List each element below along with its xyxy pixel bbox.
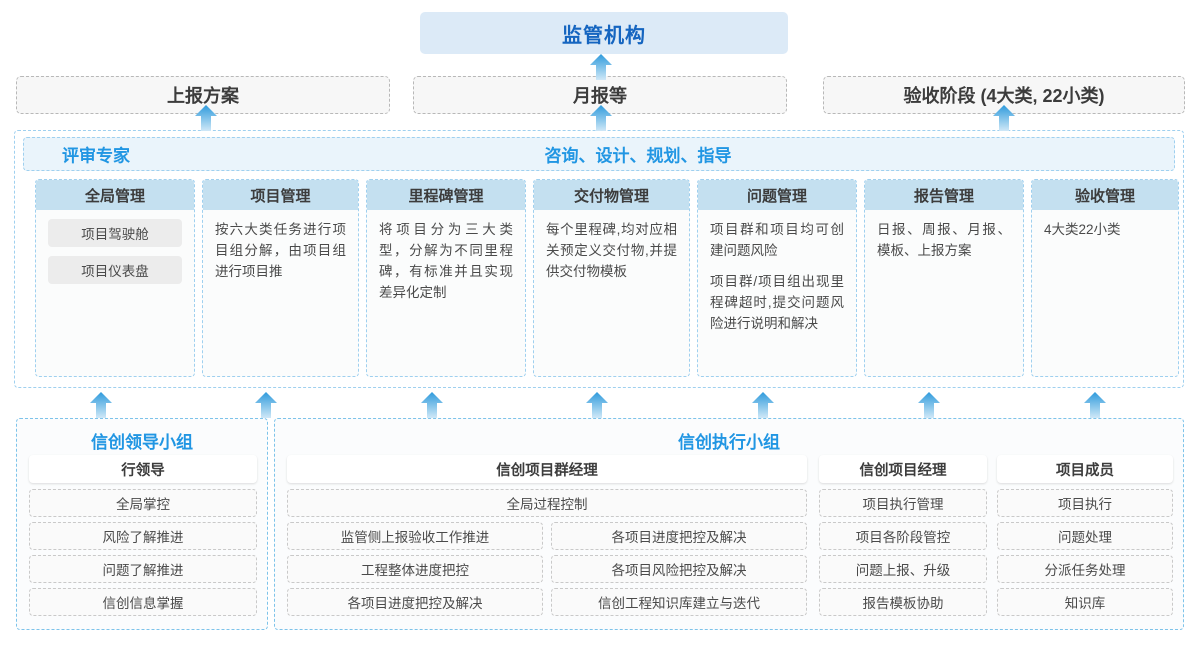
platform-header: 评审专家 咨询、设计、规划、指导 xyxy=(23,137,1175,171)
org-panel-leader-group: 信创领导小组 行领导 全局掌控 风险了解推进 问题了解推进 信创信息掌握 xyxy=(16,418,268,630)
module-body: 按六大类任务进行项目组分解，由项目组进行项目推 xyxy=(203,210,358,282)
role-responsibility-item[interactable]: 报告模板协助 xyxy=(819,588,987,616)
platform-header-left-label: 评审专家 xyxy=(62,146,130,166)
arrow-up-to-module-7 xyxy=(1084,392,1106,418)
arrow-up-to-acceptance xyxy=(993,105,1015,131)
arrow-up-to-module-4 xyxy=(586,392,608,418)
module-card-project-management[interactable]: 项目管理 按六大类任务进行项目组分解，由项目组进行项目推 xyxy=(202,179,359,377)
platform-panel: 评审专家 咨询、设计、规划、指导 全局管理 项目驾驶舱 项目仪表盘 项目管理 按… xyxy=(14,130,1184,388)
arrow-up-to-module-1 xyxy=(90,392,112,418)
module-pill[interactable]: 项目驾驶舱 xyxy=(48,219,182,247)
role-responsibility-item[interactable]: 各项目进度把控及解决 xyxy=(551,522,807,550)
regulator-banner: 监管机构 xyxy=(420,12,788,54)
module-card-acceptance-management[interactable]: 验收管理 4大类22小类 xyxy=(1031,179,1179,377)
module-title: 报告管理 xyxy=(865,180,1023,210)
module-body: 项目驾驶舱 项目仪表盘 xyxy=(36,210,194,284)
arrow-up-to-regulator-1 xyxy=(195,105,217,131)
role-column-project-member: 项目成员 项目执行 问题处理 分派任务处理 知识库 xyxy=(997,455,1173,621)
role-responsibility-item[interactable]: 信创工程知识库建立与迭代 xyxy=(551,588,807,616)
role-item-grid: 全局过程控制 监管侧上报验收工作推进 各项目进度把控及解决 工程整体进度把控 各… xyxy=(287,489,807,621)
role-responsibility-item[interactable]: 工程整体进度把控 xyxy=(287,555,543,583)
role-responsibility-item[interactable]: 信创信息掌握 xyxy=(29,588,257,616)
role-title[interactable]: 行领导 xyxy=(29,455,257,483)
org-panel-title: 信创执行小组 xyxy=(678,433,780,452)
role-responsibility-item[interactable]: 各项目进度把控及解决 xyxy=(287,588,543,616)
module-body: 将项目分为三大类型，分解为不同里程碑，有标准并且实现差异化定制 xyxy=(367,210,525,303)
module-card-issue-management[interactable]: 问题管理 项目群和项目均可创建问题风险 项目群/项目组出现里程碑超时,提交问题风… xyxy=(697,179,857,377)
org-panel-title: 信创领导小组 xyxy=(91,433,193,452)
module-card-report-management[interactable]: 报告管理 日报、周报、月报、模板、上报方案 xyxy=(864,179,1024,377)
module-description: 按六大类任务进行项目组分解，由项目组进行项目推 xyxy=(215,222,346,279)
report-box-label: 月报等 xyxy=(573,86,627,106)
arrow-up-to-regulator-3 xyxy=(590,105,612,131)
module-title: 问题管理 xyxy=(698,180,856,210)
role-column-project-manager: 信创项目经理 项目执行管理 项目各阶段管控 问题上报、升级 报告模板协助 xyxy=(819,455,987,621)
org-panel-execution-group: 信创执行小组 信创项目群经理 全局过程控制 监管侧上报验收工作推进 各项目进度把… xyxy=(274,418,1184,630)
module-body: 日报、周报、月报、模板、上报方案 xyxy=(865,210,1023,261)
platform-header-center-label: 咨询、设计、规划、指导 xyxy=(544,146,732,166)
arrow-up-to-module-2 xyxy=(255,392,277,418)
role-title[interactable]: 信创项目群经理 xyxy=(287,455,807,483)
module-description: 4大类22小类 xyxy=(1044,222,1121,237)
module-description: 将项目分为三大类型，分解为不同里程碑，有标准并且实现差异化定制 xyxy=(379,222,513,300)
role-title[interactable]: 项目成员 xyxy=(997,455,1173,483)
role-responsibility-item[interactable]: 项目执行 xyxy=(997,489,1173,517)
module-title: 验收管理 xyxy=(1032,180,1178,210)
module-title: 交付物管理 xyxy=(534,180,689,210)
module-body: 每个里程碑,均对应相关预定义交付物,并提供交付物模板 xyxy=(534,210,689,282)
regulator-title: 监管机构 xyxy=(562,24,646,47)
module-card-milestone-management[interactable]: 里程碑管理 将项目分为三大类型，分解为不同里程碑，有标准并且实现差异化定制 xyxy=(366,179,526,377)
module-title: 里程碑管理 xyxy=(367,180,525,210)
role-responsibility-item[interactable]: 知识库 xyxy=(997,588,1173,616)
module-description: 项目群/项目组出现里程碑超时,提交问题风险进行说明和解决 xyxy=(710,274,844,331)
module-description: 日报、周报、月报、模板、上报方案 xyxy=(877,222,1011,258)
role-responsibility-item[interactable]: 问题了解推进 xyxy=(29,555,257,583)
role-title[interactable]: 信创项目经理 xyxy=(819,455,987,483)
role-responsibility-item[interactable]: 项目执行管理 xyxy=(819,489,987,517)
module-title: 全局管理 xyxy=(36,180,194,210)
report-box-label: 上报方案 xyxy=(167,86,239,106)
module-body: 4大类22小类 xyxy=(1032,210,1178,240)
role-responsibility-item[interactable]: 各项目风险把控及解决 xyxy=(551,555,807,583)
module-description: 每个里程碑,均对应相关预定义交付物,并提供交付物模板 xyxy=(546,222,677,279)
report-box-label: 验收阶段 (4大类, 22小类) xyxy=(903,86,1105,106)
role-responsibility-item[interactable]: 项目各阶段管控 xyxy=(819,522,987,550)
module-body: 项目群和项目均可创建问题风险 项目群/项目组出现里程碑超时,提交问题风险进行说明… xyxy=(698,210,856,334)
report-box-plan[interactable]: 上报方案 xyxy=(16,76,390,114)
arrow-up-to-module-5 xyxy=(752,392,774,418)
module-description: 项目群和项目均可创建问题风险 xyxy=(710,222,844,258)
arrow-up-to-regulator-2 xyxy=(590,54,612,80)
module-pill[interactable]: 项目仪表盘 xyxy=(48,256,182,284)
role-responsibility-item[interactable]: 问题上报、升级 xyxy=(819,555,987,583)
role-responsibility-item[interactable]: 问题处理 xyxy=(997,522,1173,550)
arrow-up-to-module-6 xyxy=(918,392,940,418)
role-responsibility-item[interactable]: 分派任务处理 xyxy=(997,555,1173,583)
module-card-global-management[interactable]: 全局管理 项目驾驶舱 项目仪表盘 xyxy=(35,179,195,377)
role-responsibility-item[interactable]: 全局掌控 xyxy=(29,489,257,517)
role-responsibility-item[interactable]: 全局过程控制 xyxy=(287,489,807,517)
module-card-deliverable-management[interactable]: 交付物管理 每个里程碑,均对应相关预定义交付物,并提供交付物模板 xyxy=(533,179,690,377)
module-title: 项目管理 xyxy=(203,180,358,210)
role-responsibility-item[interactable]: 风险了解推进 xyxy=(29,522,257,550)
role-responsibility-item[interactable]: 监管侧上报验收工作推进 xyxy=(287,522,543,550)
arrow-up-to-module-3 xyxy=(421,392,443,418)
role-column-bank-leader: 行领导 全局掌控 风险了解推进 问题了解推进 信创信息掌握 xyxy=(29,455,257,621)
role-column-program-manager: 信创项目群经理 全局过程控制 监管侧上报验收工作推进 各项目进度把控及解决 工程… xyxy=(287,455,807,621)
